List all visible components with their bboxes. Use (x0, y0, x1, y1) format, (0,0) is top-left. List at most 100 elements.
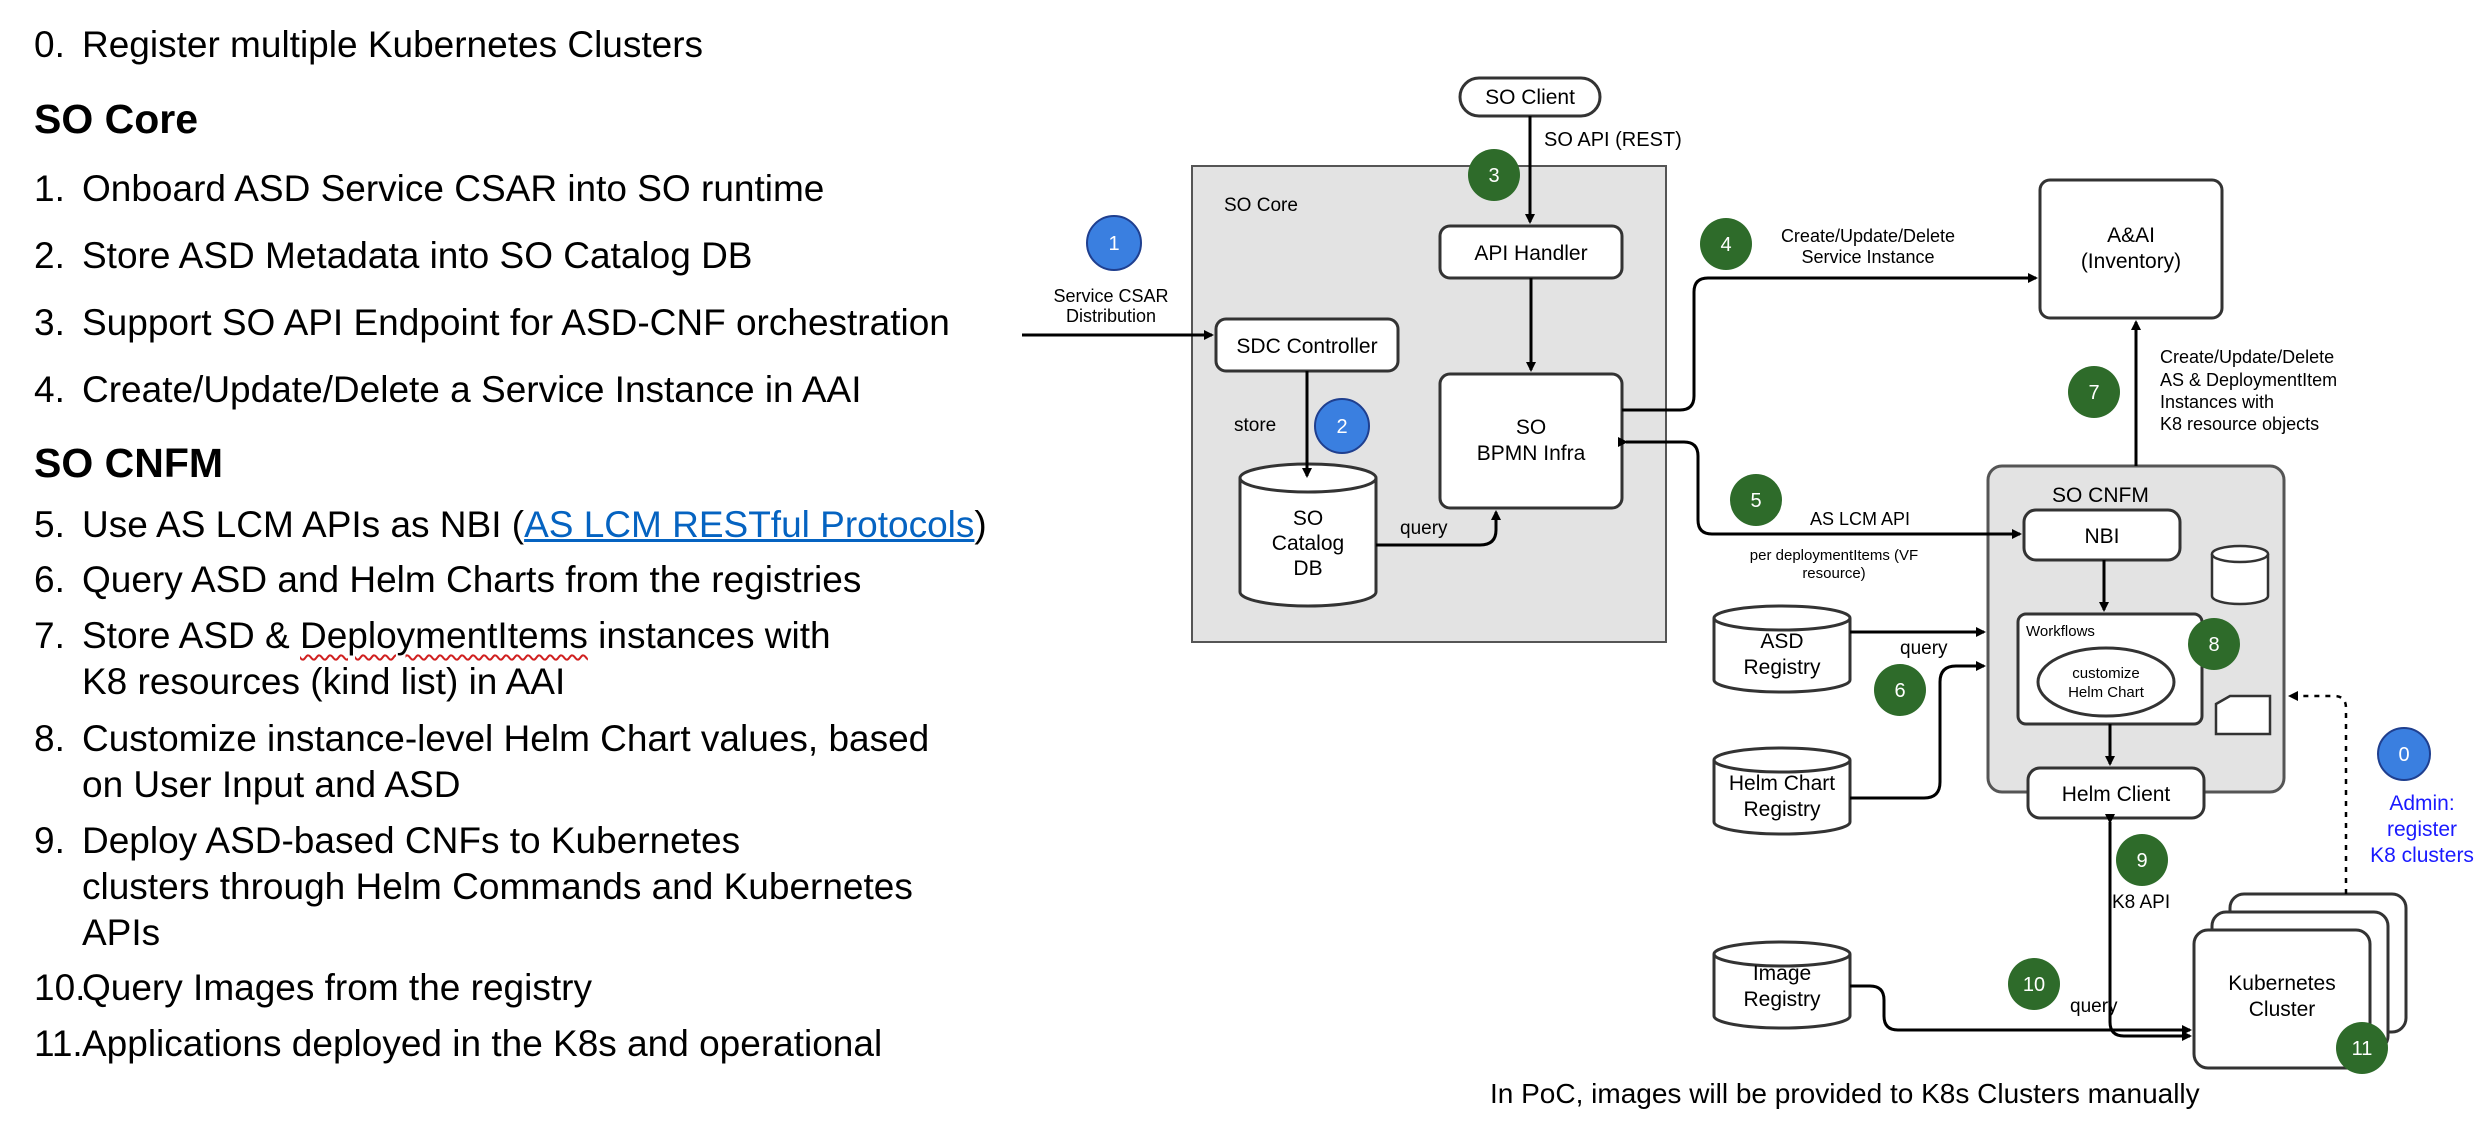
badge-10: 10 (2008, 958, 2060, 1010)
kubernetes-cluster-node (2192, 892, 2408, 1070)
admin-register-label-1: Admin: (2389, 792, 2454, 815)
image-registry-label-1: Image (1753, 962, 1811, 985)
badge-4: 4 (1700, 218, 1752, 270)
bpmn-infra-node (1438, 372, 1624, 510)
badge-10-label: 10 (2023, 974, 2045, 996)
steps-panel: 0.Register multiple Kubernetes Clusters … (0, 0, 1000, 1126)
badge-9-label: 9 (2136, 850, 2147, 872)
per-deployment-items-label-1: per deploymentItems (VF (1750, 547, 1918, 564)
query-catalog-label: query (1400, 518, 1448, 539)
admin-register-label-3: K8 clusters (2370, 844, 2474, 867)
bpmn-infra-label-1: SO (1516, 416, 1546, 439)
step-8-line-2: on User Input and ASD (82, 764, 461, 805)
step-2: 2.Store ASD Metadata into SO Catalog DB (34, 235, 753, 276)
so-catalog-db-label-2: Catalog (1272, 532, 1344, 555)
as-lcm-restful-protocols-link[interactable]: AS LCM RESTful Protocols (524, 504, 975, 545)
create-as-items-label-2: AS & DeploymentItem (2160, 370, 2337, 390)
nbi-node (2022, 508, 2182, 562)
badge-7: 7 (2068, 366, 2120, 418)
image-registry-query-arrow (1850, 984, 2192, 1035)
api-handler-label: API Handler (1474, 242, 1587, 265)
bpmn-to-nbi-arrow (1618, 437, 2022, 539)
step-9-line-3: APIs (82, 912, 161, 953)
badge-6: 6 (1874, 664, 1926, 716)
cnfm-storage-icon (2210, 544, 2270, 606)
asd-registry-label-1: ASD (1760, 630, 1803, 653)
badge-5: 5 (1730, 474, 1782, 526)
badge-11-label: 11 (2352, 1038, 2373, 1060)
step-9: 9.Deploy ASD-based CNFs to Kubernetes (34, 820, 741, 861)
query-registry-label: query (1900, 638, 1948, 659)
asd-registry-label-2: Registry (1743, 656, 1821, 679)
kubernetes-cluster-label-2: Cluster (2249, 998, 2316, 1021)
badge-0-label: 0 (2398, 744, 2409, 766)
so-catalog-db-label-3: DB (1293, 557, 1322, 580)
bpmn-infra-label-2: BPMN Infra (1477, 442, 1586, 465)
step-1: 1.Onboard ASD Service CSAR into SO runti… (34, 168, 825, 209)
customize-helm-label-1: customize (2072, 665, 2140, 682)
helm-registry-query-arrow (1850, 661, 1986, 800)
store-label: store (1234, 415, 1276, 436)
step-8: 8.Customize instance-level Helm Chart va… (34, 718, 930, 759)
diagram-caption: In PoC, images will be provided to K8s C… (1490, 1078, 2200, 1109)
so-cnfm-heading: SO CNFM (34, 440, 224, 486)
cnfm-document-icon (2214, 694, 2272, 736)
aai-node (2038, 178, 2224, 320)
step-10: 10.Query Images from the registry (34, 967, 592, 1008)
workflows-label: Workflows (2026, 623, 2095, 640)
step-6: 6.Query ASD and Helm Charts from the reg… (34, 559, 862, 600)
misspelled-word: DeploymentItems (300, 615, 588, 656)
customize-helm-node (2036, 646, 2176, 718)
badge-6-label: 6 (1894, 680, 1905, 702)
asd-registry-node (1712, 604, 1852, 694)
as-lcm-api-label: AS LCM API (1810, 509, 1910, 529)
per-deployment-items-label-2: resource) (1802, 565, 1865, 582)
so-api-rest-label: SO API (REST) (1544, 129, 1682, 151)
create-service-instance-label-1: Create/Update/Delete (1781, 226, 1955, 246)
badge-4-label: 4 (1720, 234, 1731, 256)
step-0: 0.Register multiple Kubernetes Clusters (34, 24, 704, 65)
badge-1: 1 (1086, 215, 1142, 271)
sdc-controller-label: SDC Controller (1236, 335, 1377, 358)
helm-chart-registry-label-2: Registry (1743, 798, 1821, 821)
step-4: 4.Create/Update/Delete a Service Instanc… (34, 369, 862, 410)
badge-1-label: 1 (1108, 233, 1119, 255)
badge-0: 0 (2377, 727, 2431, 781)
architecture-diagram: SO Core SO CNFM SO Client SO API (REST) … (1022, 76, 2474, 1074)
image-registry-node (1712, 940, 1852, 1030)
step-7-line-2: K8 resources (kind list) in AAI (82, 661, 566, 702)
nbi-label: NBI (2084, 525, 2119, 548)
aai-label-2: (Inventory) (2081, 250, 2181, 273)
bpmn-to-aai-arrow (1622, 273, 2038, 412)
customize-helm-label-2: Helm Chart (2068, 684, 2145, 701)
create-as-items-label-1: Create/Update/Delete (2160, 347, 2334, 367)
badge-5-label: 5 (1750, 490, 1761, 512)
badge-3-label: 3 (1488, 165, 1499, 187)
helm-chart-registry-node (1712, 746, 1852, 836)
step-11: 11.Applications deployed in the K8s and … (34, 1023, 883, 1064)
admin-register-label-2: register (2387, 818, 2457, 841)
badge-2-label: 2 (1336, 416, 1347, 438)
service-csar-label-1: Service CSAR (1053, 286, 1168, 306)
step-7: 7.Store ASD & DeploymentItems instances … (34, 615, 831, 656)
badge-9: 9 (2116, 834, 2168, 886)
badge-8: 8 (2188, 618, 2240, 670)
step-3: 3.Support SO API Endpoint for ASD-CNF or… (34, 302, 950, 343)
badge-3: 3 (1468, 149, 1520, 201)
k8-api-label: K8 API (2112, 892, 2170, 913)
so-catalog-db-node (1238, 462, 1378, 608)
helm-client-label: Helm Client (2062, 783, 2171, 806)
create-service-instance-label-2: Service Instance (1801, 247, 1934, 267)
so-catalog-db-label-1: SO (1293, 507, 1323, 530)
so-core-heading: SO Core (34, 96, 199, 142)
kubernetes-cluster-label-1: Kubernetes (2228, 972, 2335, 995)
aai-label-1: A&AI (2107, 224, 2155, 247)
admin-register-dotted-arrow (2288, 691, 2348, 894)
so-client-label: SO Client (1485, 86, 1575, 109)
helm-chart-registry-label-1: Helm Chart (1729, 772, 1835, 795)
create-as-items-label-4: K8 resource objects (2160, 414, 2319, 434)
service-csar-label-2: Distribution (1066, 306, 1156, 326)
helm-client-to-k8s-arrow (2105, 814, 2192, 1041)
catalog-query-arrow (1376, 510, 1501, 547)
badge-2: 2 (1314, 398, 1370, 454)
